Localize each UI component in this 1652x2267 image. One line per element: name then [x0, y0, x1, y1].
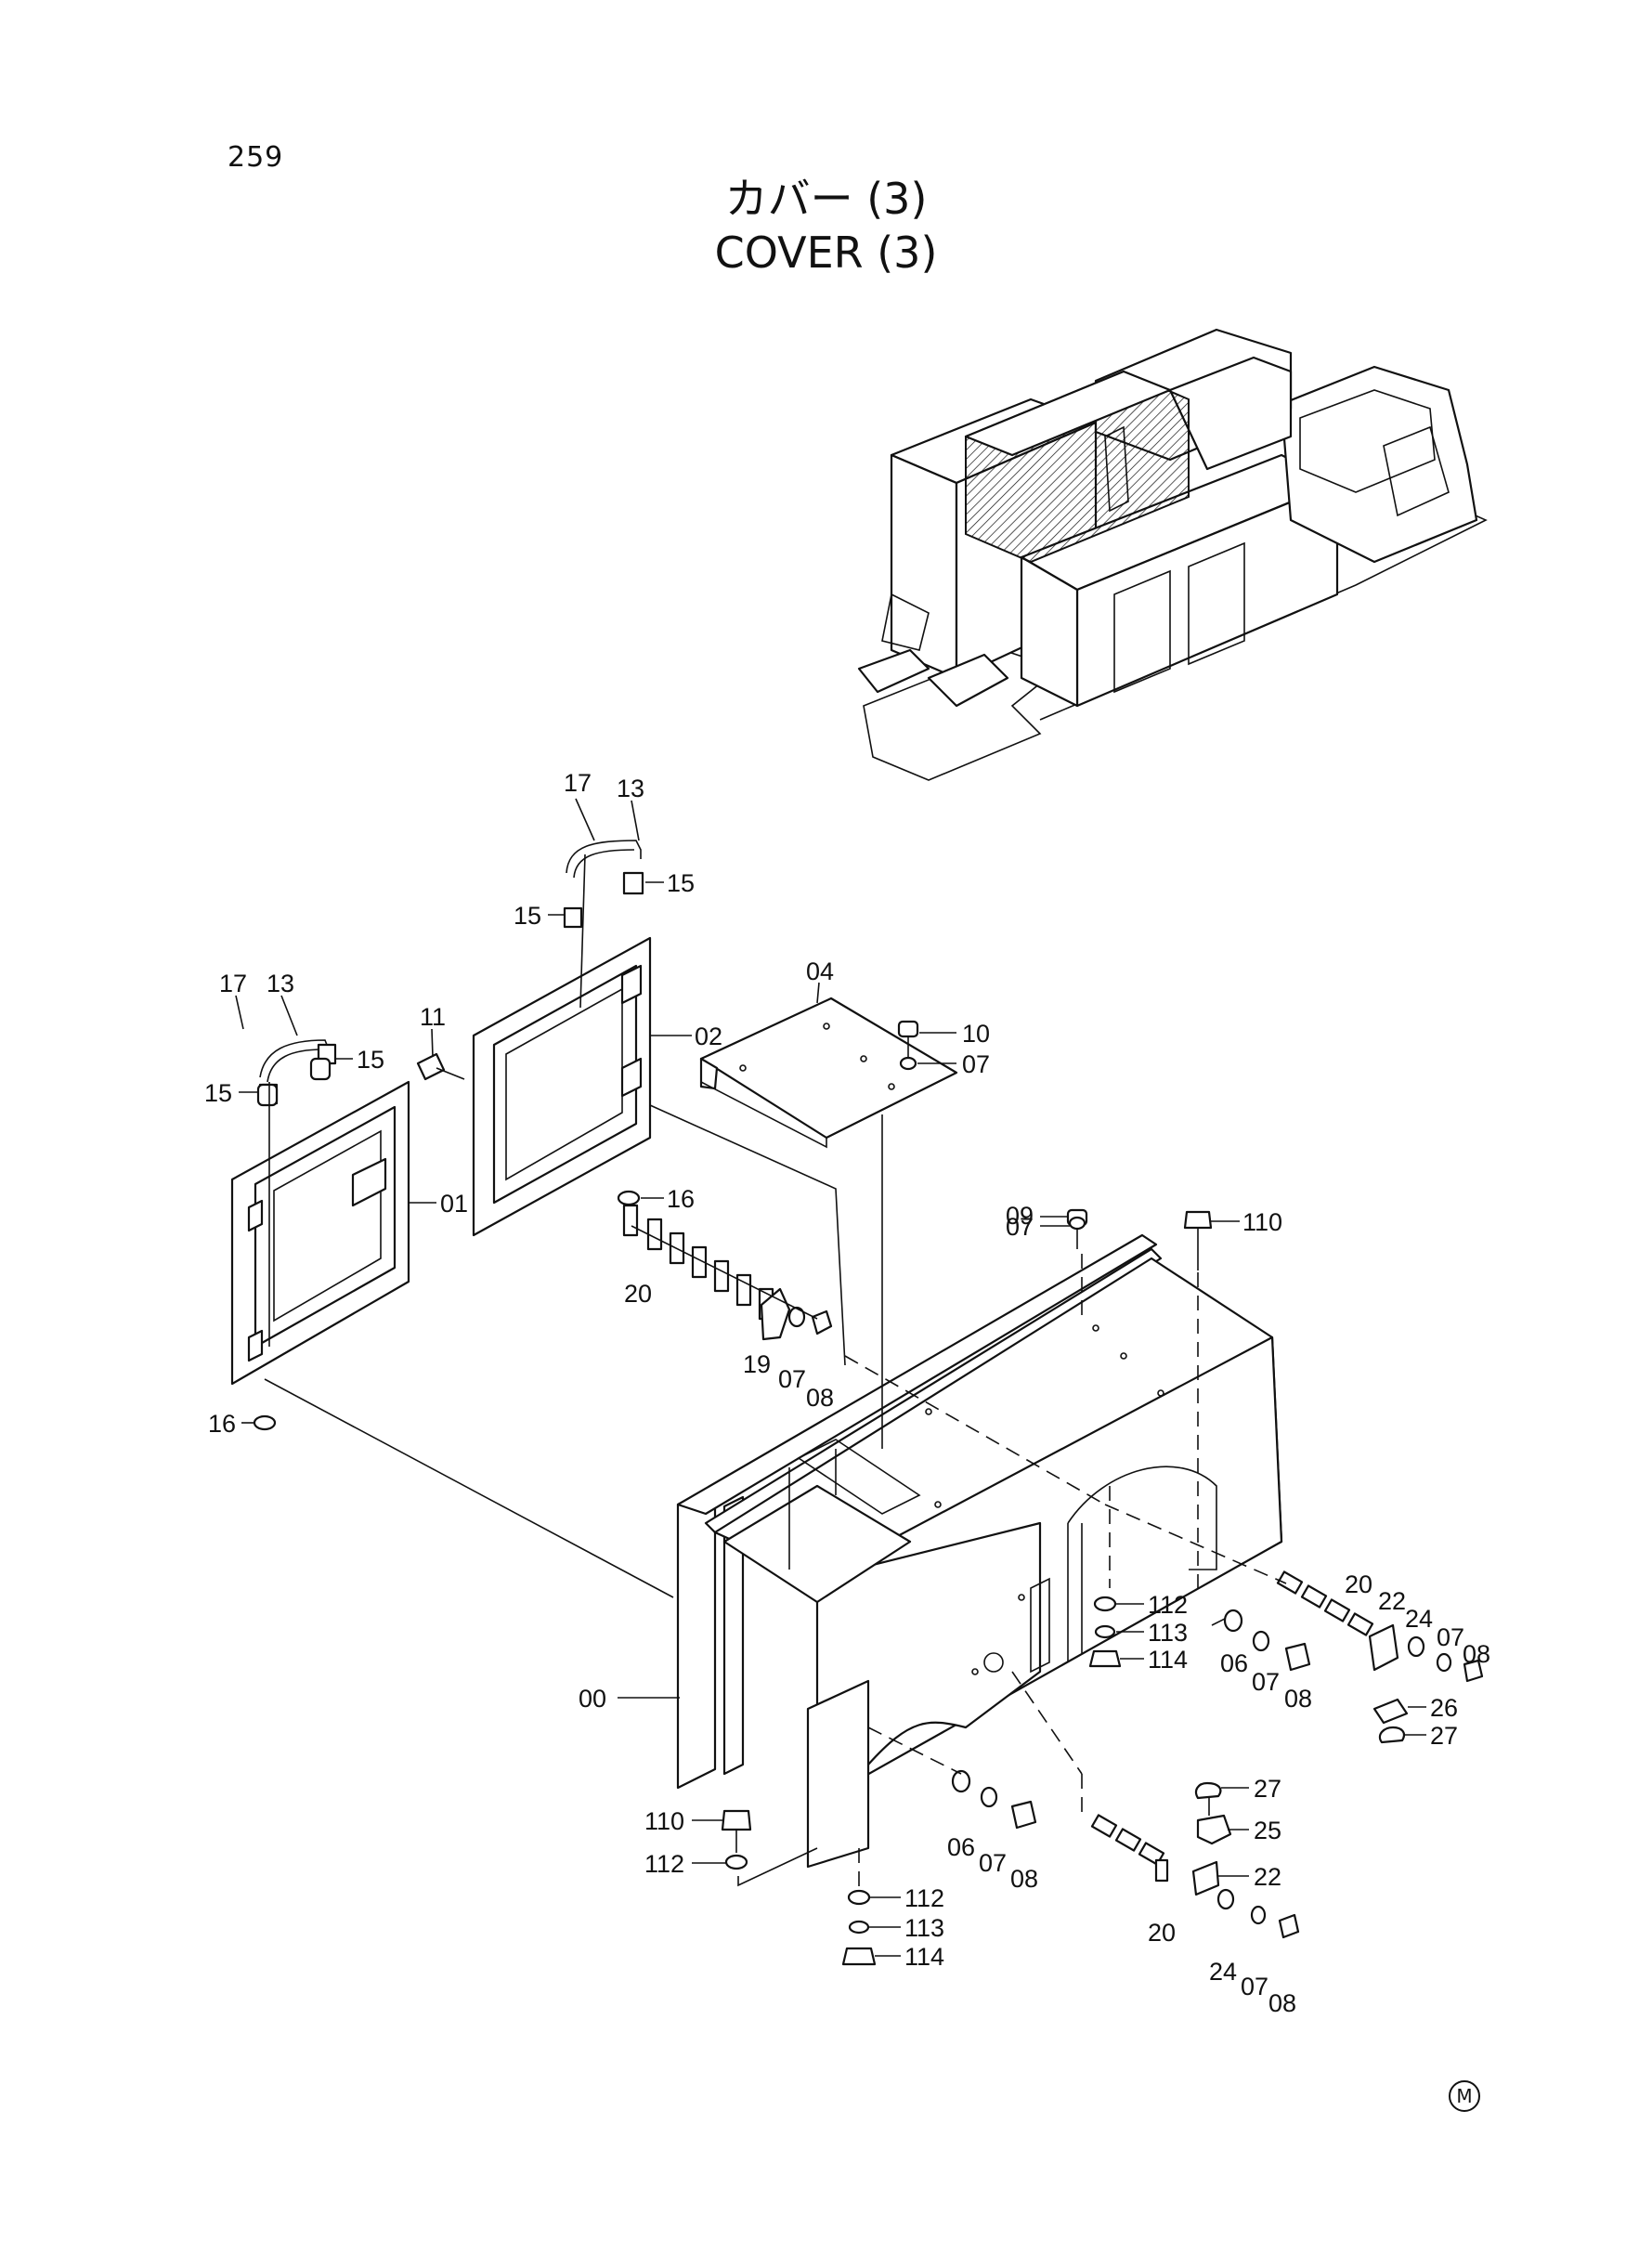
circle-m-icon: M [1449, 2080, 1480, 2112]
callout-15-lower-right: 15 [357, 1046, 384, 1074]
callout-09: 09 [1006, 1202, 1034, 1230]
callout-13-lower: 13 [267, 970, 294, 997]
callout-27-right: 27 [1430, 1722, 1458, 1750]
small-hardware [253, 1056, 1311, 1966]
assembly-lines [264, 853, 1287, 1890]
callout-113-right: 113 [1148, 1619, 1188, 1647]
bolt-110-lower [721, 1809, 752, 1853]
callout-16-lower: 16 [208, 1410, 236, 1438]
title-block: カバー (3) COVER (3) [0, 172, 1652, 280]
callout-11: 11 [420, 1003, 446, 1031]
callout-08-far-right: 08 [1463, 1640, 1490, 1668]
callout-20-upper: 20 [624, 1280, 652, 1308]
callout-110-lower: 110 [644, 1807, 684, 1835]
callout-22-lower: 22 [1254, 1863, 1281, 1891]
callout-08-right: 08 [1284, 1685, 1312, 1713]
callout-26: 26 [1430, 1694, 1458, 1722]
machine-overview [857, 328, 1488, 781]
callout-07-upper: 07 [778, 1365, 806, 1393]
callout-24-right: 24 [1405, 1605, 1433, 1633]
callout-08-lower: 08 [1010, 1865, 1038, 1893]
callout-19: 19 [743, 1350, 771, 1378]
leader-lines [235, 798, 1426, 1957]
callout-15-lower-left: 15 [204, 1079, 232, 1107]
callout-110-upper: 110 [1242, 1208, 1282, 1236]
callout-07-mid: 07 [1006, 1213, 1034, 1241]
callout-04: 04 [806, 958, 834, 985]
callout-02: 02 [695, 1023, 722, 1050]
callout-00: 00 [579, 1685, 606, 1713]
callout-112-right: 112 [1148, 1591, 1188, 1619]
callout-07-bottom-right: 07 [1241, 1973, 1268, 2000]
callout-labels: 17 13 15 15 17 13 15 15 11 02 01 16 16 2… [204, 769, 1490, 2017]
bolt-10 [897, 1020, 919, 1057]
callout-15-upper-right: 15 [667, 869, 695, 897]
title-japanese: カバー (3) [724, 174, 928, 224]
title-english: COVER (3) [714, 228, 938, 278]
callout-06-lower: 06 [947, 1833, 975, 1861]
latch-assembly-lower [1090, 1781, 1300, 1939]
callout-25: 25 [1254, 1817, 1281, 1844]
callout-112-lower-left: 112 [644, 1850, 684, 1878]
callout-20-right: 20 [1345, 1570, 1372, 1598]
bolt-110-upper [1183, 1210, 1213, 1270]
latch-assembly-right [1276, 1570, 1484, 1744]
callout-16-upper: 16 [667, 1185, 695, 1213]
callout-114-right: 114 [1148, 1646, 1188, 1674]
callout-114-bottom: 114 [904, 1943, 944, 1971]
callout-113-bottom: 113 [904, 1914, 944, 1942]
callout-24-lower: 24 [1209, 1958, 1237, 1986]
callout-17-lower: 17 [219, 970, 247, 997]
callout-17-upper: 17 [564, 769, 592, 797]
callout-08-upper: 08 [806, 1384, 834, 1412]
callout-07-right: 07 [1252, 1668, 1280, 1696]
handle-13-upper [563, 840, 644, 929]
callout-27-lower: 27 [1254, 1775, 1281, 1803]
callout-112-bottom: 112 [904, 1884, 944, 1912]
cover-frame-00 [676, 1233, 1283, 1869]
callout-08-bottom-right: 08 [1268, 1989, 1296, 2017]
callout-13-upper: 13 [617, 775, 644, 802]
bolt-11 [416, 1052, 465, 1081]
callout-07-lower: 07 [979, 1849, 1007, 1877]
callout-07-top: 07 [962, 1050, 990, 1078]
callout-01: 01 [440, 1190, 468, 1218]
callout-15-upper-left: 15 [514, 902, 541, 930]
callout-10: 10 [962, 1020, 990, 1048]
door-02 [472, 936, 652, 1237]
callout-06-right: 06 [1220, 1649, 1248, 1677]
callout-20-lower: 20 [1148, 1919, 1176, 1947]
page-number: 259 [228, 141, 284, 174]
callout-07-far-right: 07 [1437, 1623, 1464, 1651]
door-01 [230, 1080, 410, 1386]
cover-plate-04 [699, 997, 958, 1149]
callout-22-right: 22 [1378, 1587, 1406, 1615]
